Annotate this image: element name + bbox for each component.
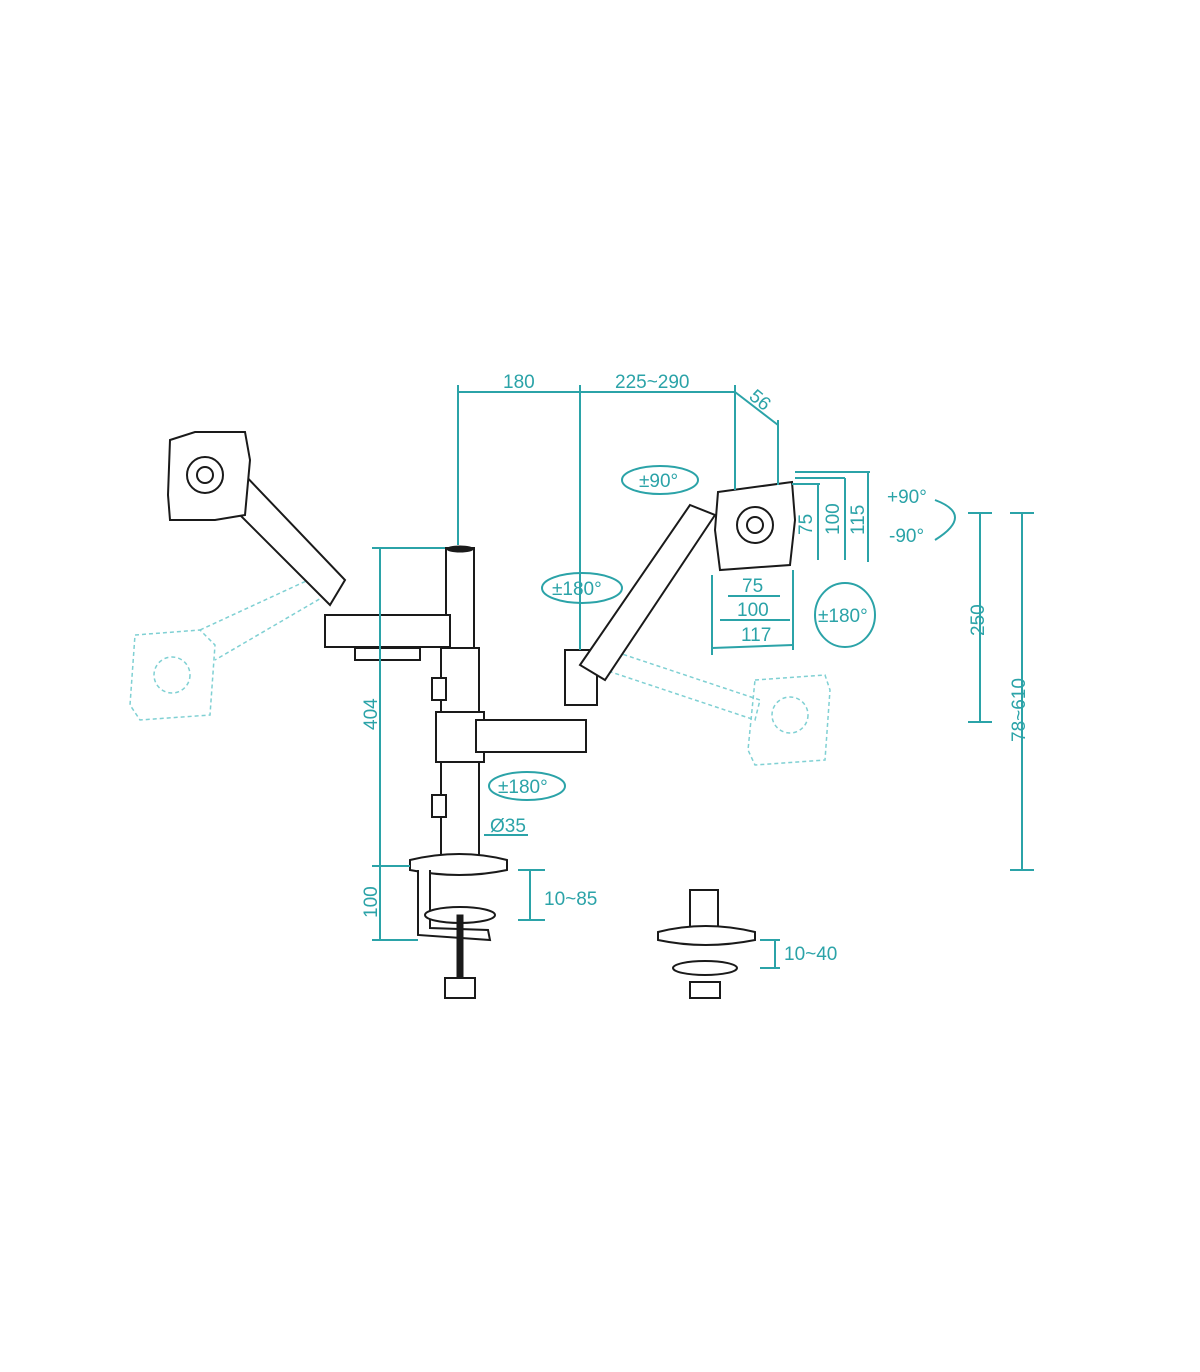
label-rotate-lower: ±180° [498,777,548,798]
label-vesa-v75: 75 [796,514,817,535]
right-arm [475,480,797,753]
left-arm [166,431,451,661]
ghost-left-position [129,568,336,721]
label-arm1-reach: 180 [503,372,535,393]
label-pole-height: 404 [361,698,382,730]
label-height-adjust: 250 [968,604,989,636]
label-rotate-plate: ±180° [818,606,868,627]
label-tilt-up: +90° [887,487,927,508]
label-plate-height: 115 [848,505,869,535]
label-grommet-range: 10~40 [784,944,837,965]
ghost-right-position [604,649,831,766]
label-plate-width: 117 [741,625,771,646]
label-plate-depth: 56 [745,386,775,416]
desk-clamp [409,853,508,999]
label-swivel-top: ±90° [639,471,678,492]
grommet-mount [657,889,756,999]
label-tilt-down: -90° [889,526,924,547]
dimension-line [711,644,794,649]
label-vesa-h100: 100 [737,600,769,621]
dimension-line [734,391,779,426]
label-height-range: 78~610 [1009,678,1030,742]
label-rotate-left: ±180° [552,579,602,600]
label-clamp-height: 100 [361,886,382,918]
dimension-lines [372,385,1034,969]
label-clamp-range: 10~85 [544,889,597,910]
label-vesa-h75: 75 [742,576,763,597]
pole [431,545,485,859]
label-pole-diameter: Ø35 [490,816,526,837]
label-arm2-reach: 225~290 [615,372,690,393]
label-vesa-v100: 100 [823,503,844,535]
